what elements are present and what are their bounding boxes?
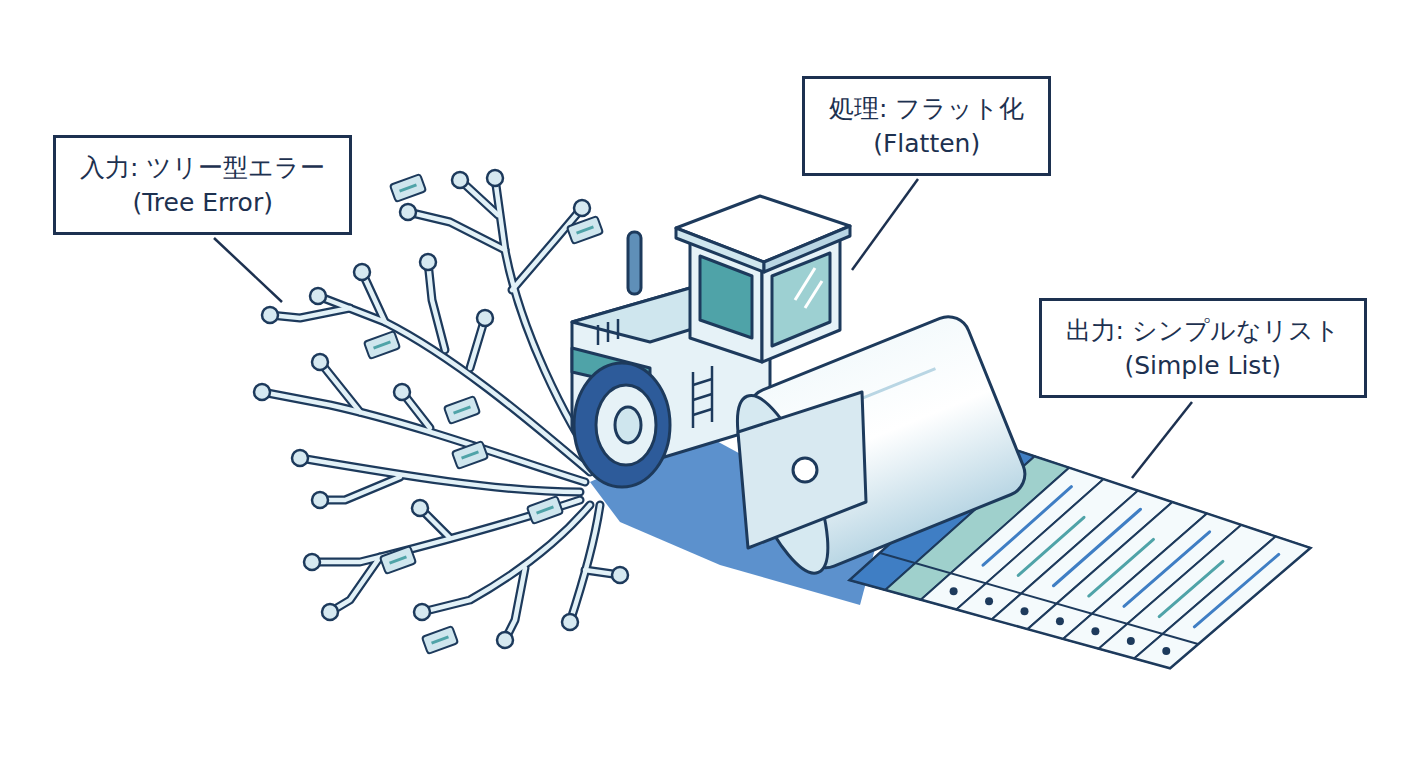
cab-window bbox=[700, 256, 752, 338]
illustration-part bbox=[477, 310, 493, 326]
leader-line bbox=[852, 179, 918, 270]
tree-branch bbox=[262, 178, 620, 640]
illustration-part bbox=[454, 407, 471, 413]
illustration-part bbox=[462, 452, 479, 458]
list-text-line bbox=[1159, 561, 1223, 616]
illustration-part bbox=[527, 496, 563, 524]
callout-heading: 処理: フラット化 bbox=[829, 91, 1024, 126]
cab-roof bbox=[676, 196, 850, 262]
list-bullet bbox=[1127, 637, 1135, 645]
illustration-part bbox=[414, 604, 430, 620]
illustration-part bbox=[693, 379, 712, 385]
callout-box: 処理: フラット化(Flatten) bbox=[802, 76, 1051, 176]
illustration-part bbox=[617, 319, 620, 339]
illustration-part bbox=[312, 492, 328, 508]
illustration-part bbox=[693, 394, 712, 400]
list-bullet bbox=[1021, 607, 1029, 615]
drum-yoke bbox=[738, 392, 866, 548]
exhaust-pipe bbox=[628, 232, 641, 294]
illustration-part bbox=[497, 632, 513, 648]
illustration-part bbox=[390, 557, 407, 563]
list-text-line bbox=[1054, 509, 1141, 586]
illustration-part bbox=[364, 331, 400, 359]
illustration-part bbox=[562, 614, 578, 630]
list-text-line bbox=[1194, 554, 1278, 627]
callout-heading: 入力: ツリー型エラー bbox=[80, 150, 325, 185]
illustration-part bbox=[380, 546, 416, 574]
illustration-part bbox=[607, 322, 610, 342]
illustration-part bbox=[262, 307, 278, 323]
callout-subtitle: (Flatten) bbox=[829, 126, 1024, 161]
illustration-part bbox=[597, 325, 600, 345]
callout-box: 入力: ツリー型エラー(Tree Error) bbox=[53, 135, 352, 235]
list-bullet bbox=[1056, 617, 1064, 625]
illustration-part bbox=[394, 384, 410, 400]
illustration-part bbox=[390, 174, 426, 202]
list-column-rule bbox=[880, 553, 1198, 644]
illustration-part bbox=[574, 200, 590, 216]
illustration-part bbox=[452, 441, 488, 469]
tree-branch-outline bbox=[262, 178, 620, 640]
leader-line bbox=[214, 238, 282, 302]
leader-line bbox=[1132, 402, 1192, 478]
callout-box: 出力: シンプルなリスト(Simple List) bbox=[1039, 298, 1367, 398]
wheel-rim bbox=[596, 385, 656, 465]
ladder bbox=[693, 366, 712, 428]
illustration-part bbox=[444, 396, 480, 424]
illustration-part bbox=[693, 409, 712, 415]
illustration-part bbox=[412, 500, 428, 516]
illustration-part bbox=[487, 170, 503, 186]
illustration-part bbox=[567, 216, 603, 244]
list-bullet bbox=[1091, 627, 1099, 635]
illustration-part bbox=[390, 174, 426, 202]
body-vents bbox=[598, 319, 618, 345]
callout-subtitle: (Simple List) bbox=[1066, 348, 1340, 383]
illustration-part bbox=[364, 331, 400, 359]
glass-glare bbox=[805, 281, 822, 308]
illustration-part bbox=[312, 354, 328, 370]
illustration-part bbox=[292, 450, 308, 466]
illustration-part bbox=[354, 264, 370, 280]
illustration-part bbox=[537, 507, 554, 513]
tree-tags bbox=[364, 174, 603, 654]
list-text-line bbox=[1124, 532, 1210, 607]
wheel-hub bbox=[615, 407, 641, 443]
list-bullet bbox=[985, 597, 993, 605]
illustration-part bbox=[577, 227, 594, 233]
cab-roof-edge bbox=[676, 228, 764, 272]
illustration-part bbox=[400, 185, 417, 191]
illustration-part bbox=[380, 546, 416, 574]
illustration-part bbox=[422, 626, 458, 654]
roller-drum bbox=[719, 310, 1031, 584]
list-row bbox=[1134, 537, 1310, 668]
illustration-part bbox=[567, 216, 603, 244]
illustration-part bbox=[432, 637, 449, 643]
illustration-part bbox=[452, 172, 468, 188]
drum-bolt bbox=[793, 458, 817, 482]
list-bullet bbox=[1162, 647, 1170, 655]
illustration-part bbox=[254, 384, 270, 400]
illustration-part bbox=[420, 254, 436, 270]
illustration-part bbox=[400, 204, 416, 220]
road-roller bbox=[572, 196, 1031, 584]
illustration-part bbox=[612, 567, 628, 583]
callout-heading: 出力: シンプルなリスト bbox=[1066, 313, 1340, 348]
illustration-part bbox=[374, 342, 391, 348]
cab-window bbox=[772, 253, 830, 346]
illustration-part bbox=[310, 288, 326, 304]
cab-roof-edge bbox=[764, 226, 850, 272]
illustration-part bbox=[422, 626, 458, 654]
callout-subtitle: (Tree Error) bbox=[80, 185, 325, 220]
list-bullet bbox=[950, 587, 958, 595]
illustration-part bbox=[304, 554, 320, 570]
illustration-part bbox=[527, 496, 563, 524]
illustration-part bbox=[322, 604, 338, 620]
illustration-part bbox=[444, 396, 480, 424]
illustration-part bbox=[452, 441, 488, 469]
rear-wheel bbox=[574, 363, 670, 487]
